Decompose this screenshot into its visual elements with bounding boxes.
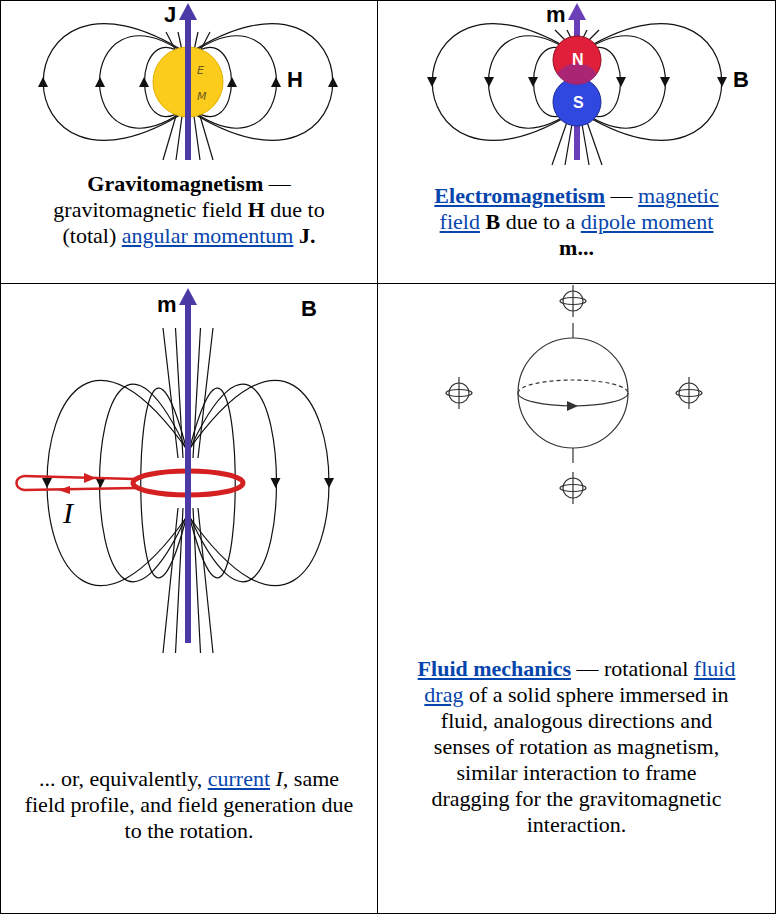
caption-term: angular momentum xyxy=(122,223,294,248)
current-label: I xyxy=(63,498,73,528)
caption-term: Electromagnetism xyxy=(434,183,605,208)
caption-text: Electromagnetism — magnetic field B due … xyxy=(432,183,722,261)
vector-label: m xyxy=(546,4,566,26)
table-cell: Electromagnetism — magnetic field B due … xyxy=(377,0,776,284)
table-cell: Fluid mechanics — rotational fluid drag … xyxy=(377,283,776,914)
caption-text: Fluid mechanics — rotational fluid drag … xyxy=(417,656,737,838)
caption-term: current xyxy=(208,766,270,791)
caption-term: Gravitomagnetism xyxy=(87,171,263,196)
field-label: B xyxy=(301,298,317,320)
caption-term: Fluid mechanics xyxy=(418,656,571,681)
caption-term: I, xyxy=(276,766,289,791)
table-cell: ... or, equivalently, current I, same fi… xyxy=(0,283,378,914)
caption-term: dipole moment xyxy=(581,209,714,234)
caption-text: Gravitomagnetism — gravitomagnetic field… xyxy=(44,171,334,249)
vector-label: J xyxy=(164,4,176,26)
caption-text: ... or, equivalently, current I, same fi… xyxy=(19,766,359,844)
caption-term: H xyxy=(248,197,265,222)
pole-label: N xyxy=(572,52,584,68)
field-label: H xyxy=(287,69,303,91)
vector-label: m xyxy=(157,294,177,316)
caption-term: J. xyxy=(299,223,316,248)
caption-term: m... xyxy=(559,235,594,260)
pole-label: S xyxy=(573,95,584,111)
body-letter: M xyxy=(197,91,207,102)
table-cell: Gravitomagnetism — gravitomagnetic field… xyxy=(0,0,378,284)
body-letter: E xyxy=(197,65,204,76)
field-label: B xyxy=(733,69,749,91)
caption-term: B xyxy=(485,209,500,234)
